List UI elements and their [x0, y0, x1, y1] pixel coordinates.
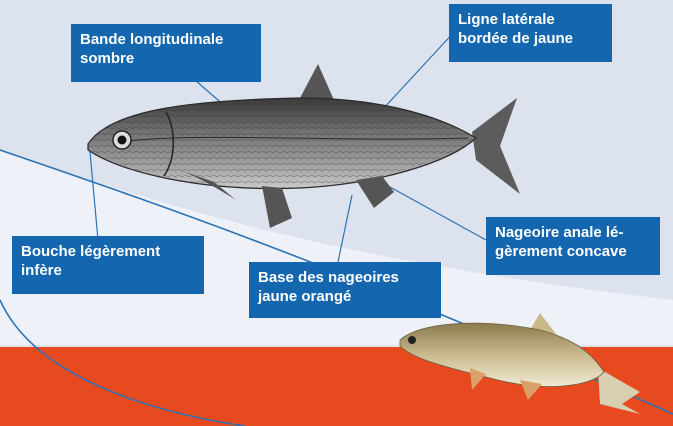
- label-line: Nageoire anale lé-: [495, 223, 651, 242]
- label-line: sombre: [80, 49, 252, 68]
- label-base-nageoires: Base des nageoires jaune orangé: [249, 262, 441, 318]
- label-line: gèrement concave: [495, 242, 651, 261]
- label-line: Bande longitudinale: [80, 30, 252, 49]
- label-nageoire-anale: Nageoire anale lé- gèrement concave: [486, 217, 660, 275]
- label-line: Bouche légèrement: [21, 242, 195, 261]
- label-line: jaune orangé: [258, 287, 432, 306]
- photo-fish-eye: [408, 336, 416, 344]
- label-ligne-laterale: Ligne latérale bordée de jaune: [449, 4, 612, 62]
- label-bande-longitudinale: Bande longitudinale sombre: [71, 24, 261, 82]
- label-line: infère: [21, 261, 195, 280]
- label-bouche: Bouche légèrement infère: [12, 236, 204, 294]
- fish-pupil: [118, 136, 127, 145]
- label-line: Base des nageoires: [258, 268, 432, 287]
- label-line: Ligne latérale: [458, 10, 603, 29]
- label-line: bordée de jaune: [458, 29, 603, 48]
